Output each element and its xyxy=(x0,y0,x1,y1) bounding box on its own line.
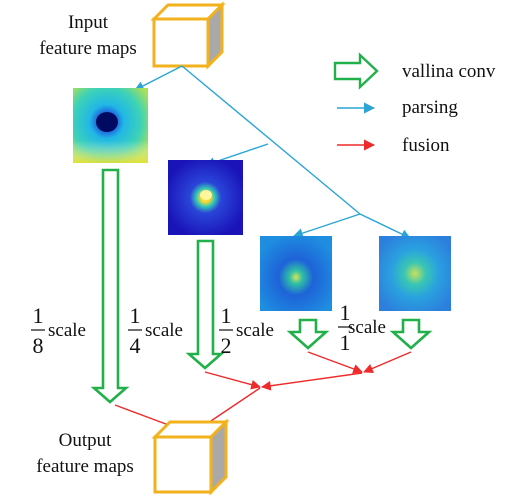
legend: vallina conv parsing fusion xyxy=(333,52,496,156)
vanilla-arrow-scale-2 xyxy=(286,318,330,350)
vanilla-arrow-scale-8 xyxy=(90,168,130,404)
fusion-arrows xyxy=(114,351,412,435)
scale-label-1-4: 1 4 scale xyxy=(128,303,183,358)
legend-vanilla-icon xyxy=(333,52,379,90)
legend-fusion-label: fusion xyxy=(402,135,450,156)
svg-text:1: 1 xyxy=(33,303,44,328)
svg-text:4: 4 xyxy=(130,333,141,358)
input-label-line1: Input xyxy=(68,12,109,33)
vanilla-conv-arrows xyxy=(90,168,433,404)
parsing-trunk xyxy=(181,65,361,215)
vanilla-arrow-scale-4 xyxy=(185,239,225,370)
output-label-line2: feature maps xyxy=(36,456,134,477)
parsing-arrow-scale-1 xyxy=(359,213,411,239)
scale-label-1-1: 1 1 scale xyxy=(338,300,386,355)
scale-label-1-8: 1 8 scale xyxy=(31,303,86,358)
svg-text:1: 1 xyxy=(221,303,232,328)
feature-map-scale-1 xyxy=(379,236,451,311)
output-label-line1: Output xyxy=(59,430,113,451)
scale-label-1-2: 1 2 scale xyxy=(219,303,274,358)
output-cube xyxy=(151,418,230,496)
svg-text:scale: scale xyxy=(236,320,274,341)
parsing-arrow-scale-2 xyxy=(293,213,361,238)
svg-text:scale: scale xyxy=(145,320,183,341)
svg-text:8: 8 xyxy=(33,333,44,358)
svg-text:scale: scale xyxy=(348,317,386,338)
legend-parsing-label: parsing xyxy=(402,97,458,118)
parsing-arrows xyxy=(134,65,411,239)
svg-text:1: 1 xyxy=(340,330,351,355)
svg-text:2: 2 xyxy=(221,333,232,358)
parsing-arrow-scale-8 xyxy=(134,65,183,91)
input-label-line2: feature maps xyxy=(39,38,137,59)
svg-text:1: 1 xyxy=(130,303,141,328)
feature-map-scale-4 xyxy=(168,160,243,235)
svg-text:scale: scale xyxy=(48,320,86,341)
feature-map-scale-2 xyxy=(260,236,332,311)
legend-vanilla-label: vallina conv xyxy=(402,61,496,82)
svg-text:1: 1 xyxy=(340,300,351,325)
feature-map-scale-8 xyxy=(73,88,148,163)
vanilla-arrow-scale-1 xyxy=(389,318,433,350)
input-cube xyxy=(150,1,226,70)
